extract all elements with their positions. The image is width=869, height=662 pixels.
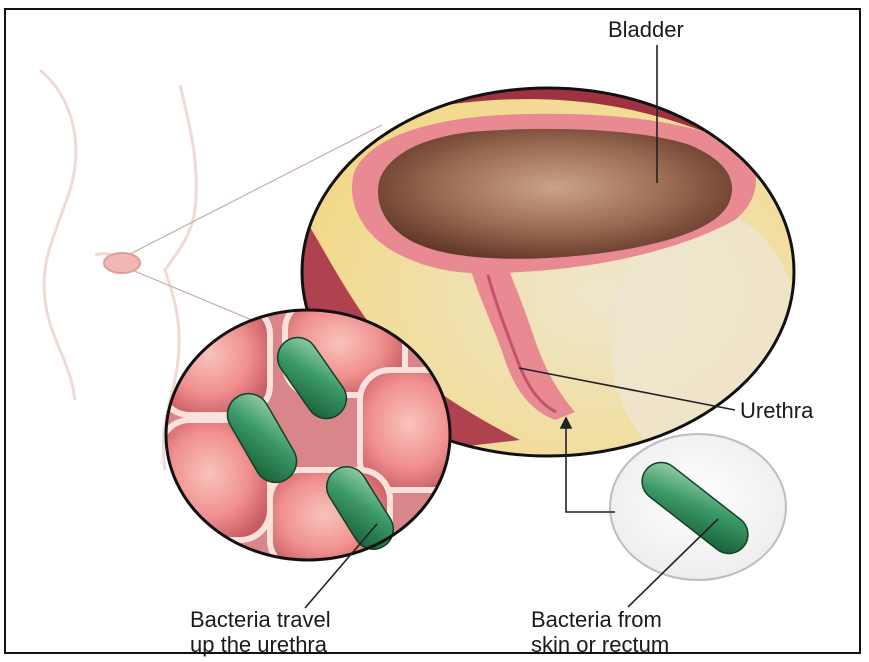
- label-bacteria-source-line1: Bacteria from: [531, 607, 669, 632]
- label-bacteria-travel-line2: up the urethra: [190, 632, 331, 657]
- pelvis-bladder-icon: [104, 253, 140, 273]
- label-urethra: Urethra: [740, 398, 813, 423]
- label-bacteria-source-line2: skin or rectum: [531, 632, 669, 657]
- label-bacteria-travel: Bacteria travel up the urethra: [190, 607, 331, 657]
- single-bacterium-closeup: [610, 434, 786, 580]
- label-bacteria-travel-line1: Bacteria travel: [190, 607, 331, 632]
- label-bladder: Bladder: [608, 17, 684, 42]
- label-bacteria-source: Bacteria from skin or rectum: [531, 607, 669, 657]
